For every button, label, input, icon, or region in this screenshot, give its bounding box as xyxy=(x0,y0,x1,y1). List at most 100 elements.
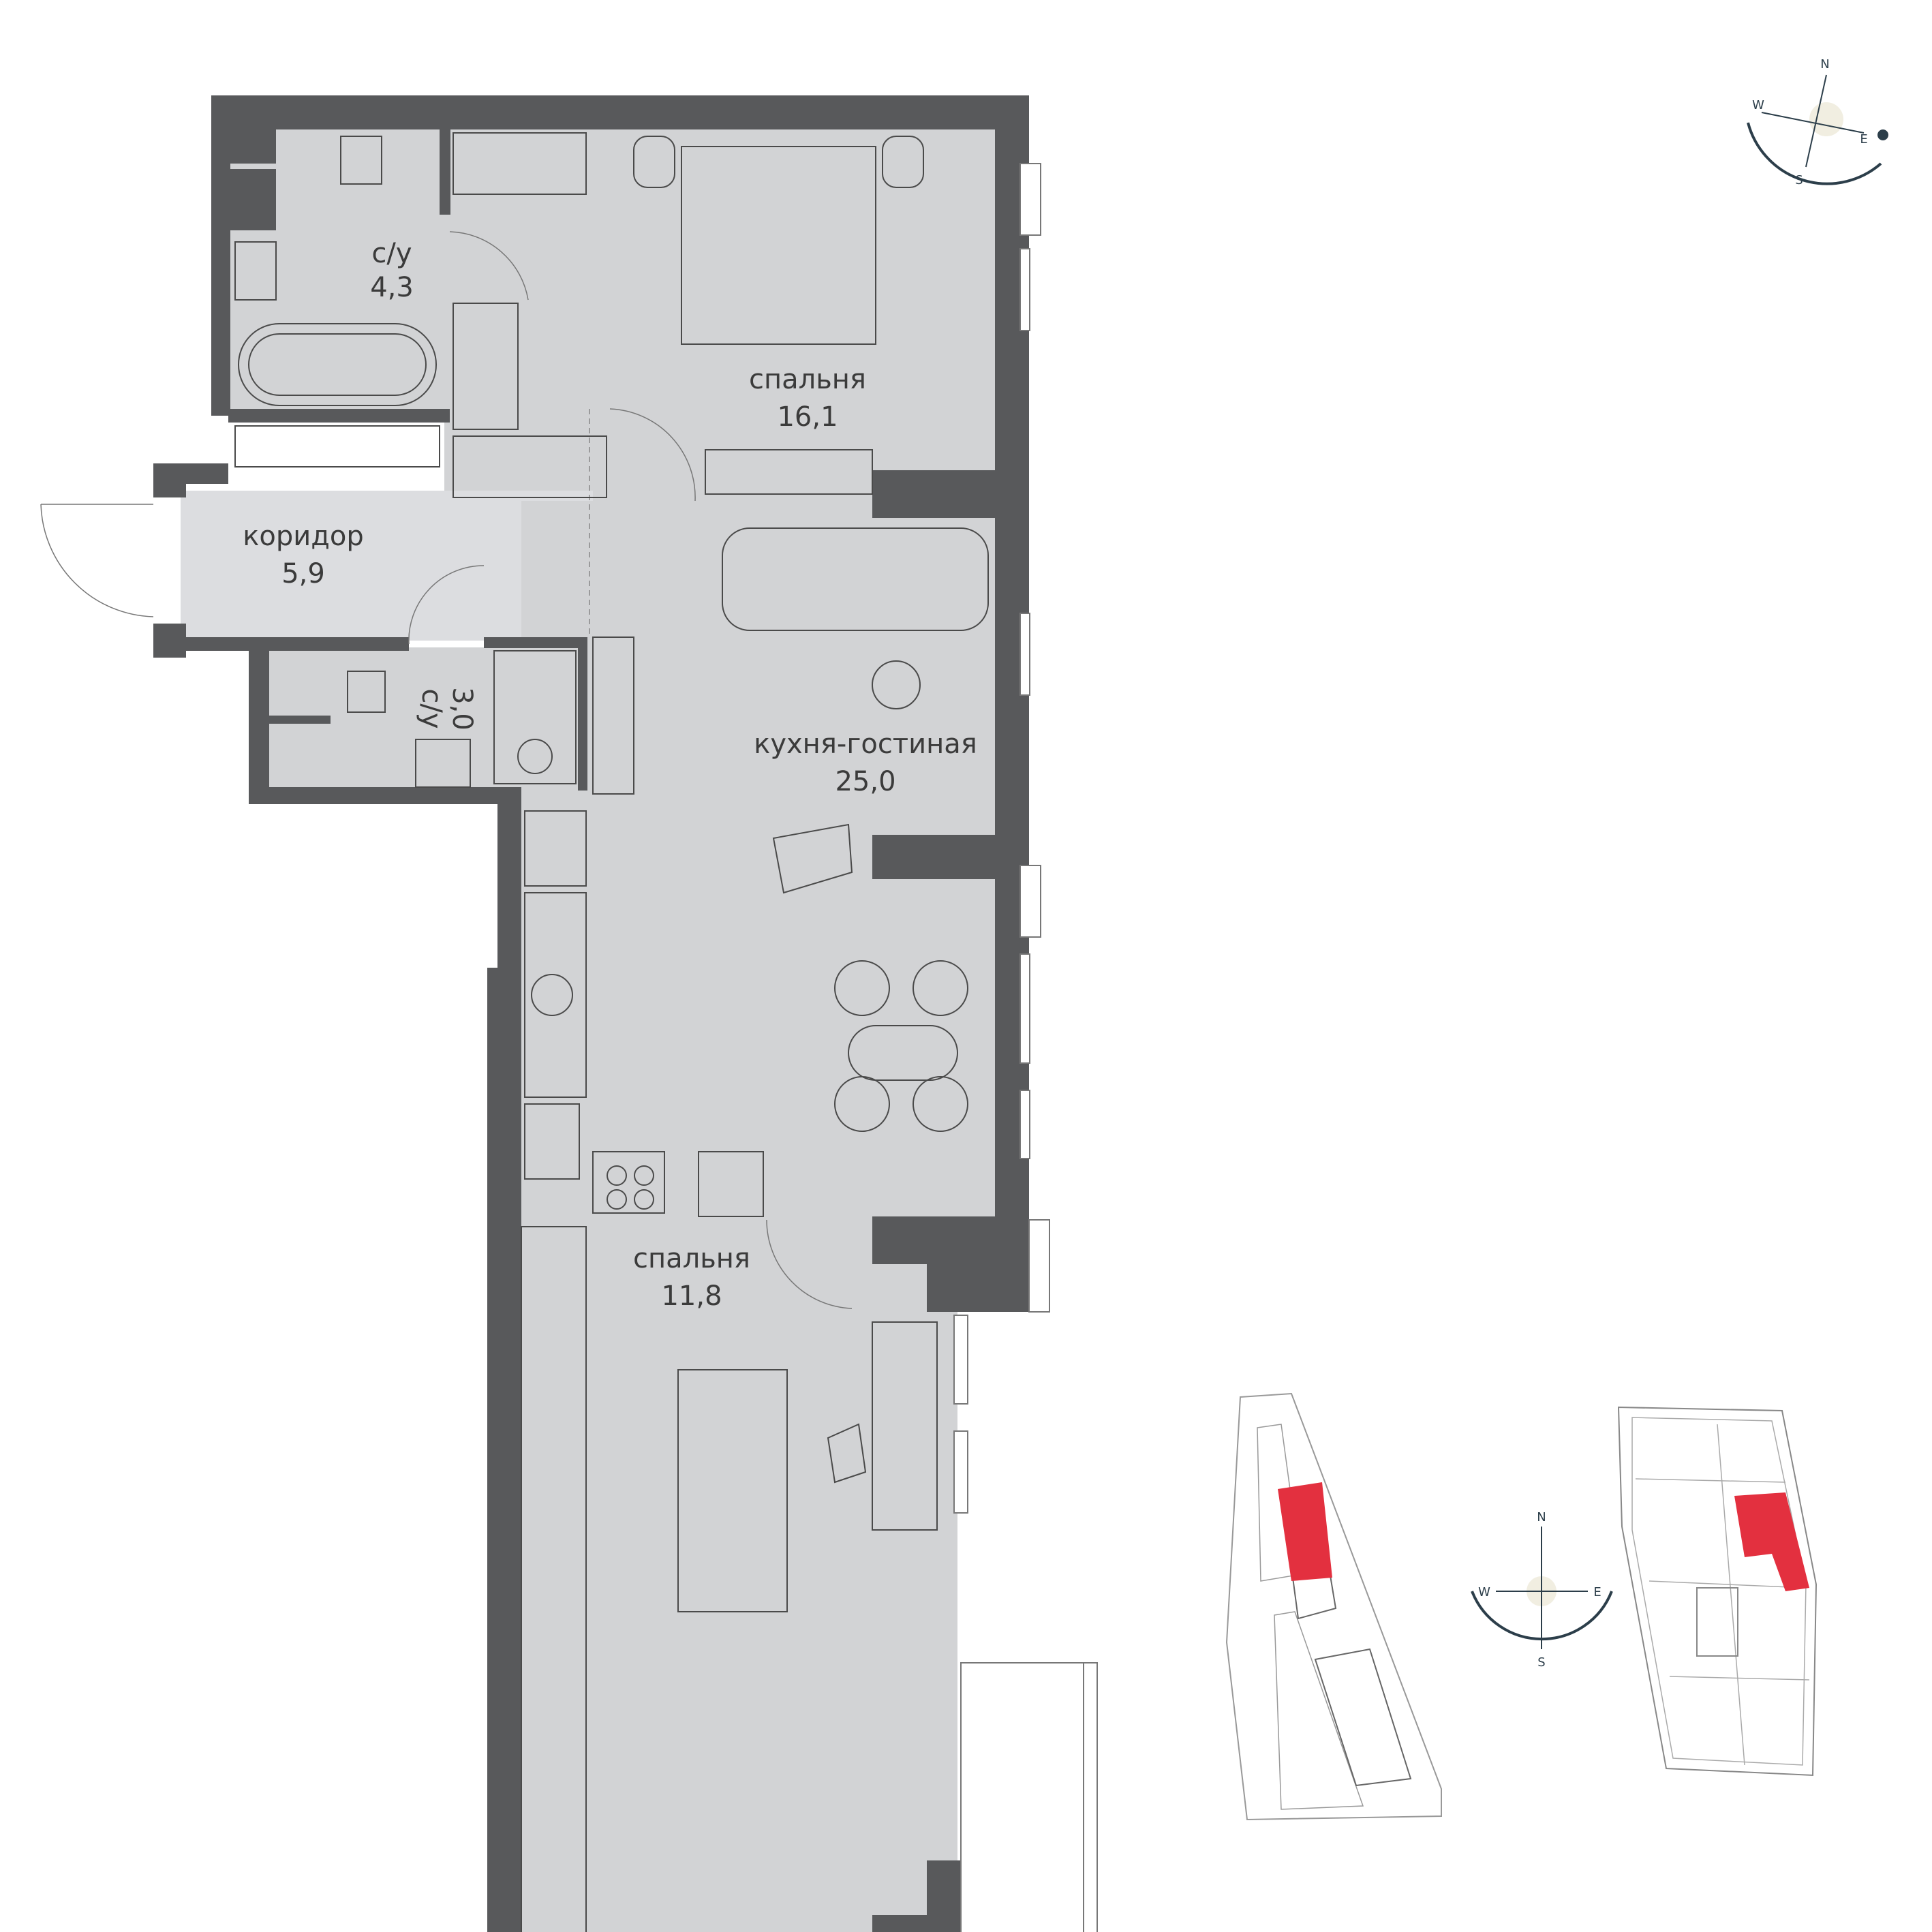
double-bed-icon xyxy=(681,146,876,345)
wall-kitchen-west xyxy=(497,804,521,971)
chair-3 xyxy=(834,1076,890,1132)
washing-machine-icon xyxy=(531,974,573,1016)
bedroom1-area: 16,1 xyxy=(777,401,838,433)
window-4 xyxy=(1019,865,1041,938)
coffee-table-icon xyxy=(872,660,921,709)
burner-2 xyxy=(634,1165,654,1186)
wall-bath2-left xyxy=(249,644,269,804)
wall-top xyxy=(211,95,1029,129)
floor-kitchen-strip xyxy=(521,794,589,1216)
bathtub-inner xyxy=(248,333,427,396)
floor-bedroom-2-lower xyxy=(521,1649,930,1932)
wall-bath-left xyxy=(211,95,230,416)
site-plan-icon xyxy=(1225,1392,1442,1821)
dining-table-icon xyxy=(848,1025,958,1081)
bedroom2-name: спальня xyxy=(633,1243,750,1274)
mini-compass-s: S xyxy=(1537,1655,1545,1670)
bath1-area: 4,3 xyxy=(370,272,414,303)
mini-compass-icon: N W E S xyxy=(1471,1510,1613,1670)
shower-icon xyxy=(493,650,577,784)
window-6 xyxy=(1019,1090,1030,1159)
armchair-icon xyxy=(772,823,853,894)
single-bed-icon xyxy=(677,1369,788,1612)
living-area: 25,0 xyxy=(835,766,895,797)
compass-e: E xyxy=(1860,132,1867,147)
room-labels: с/у 4,3 спальня 16,1 коридор 5,9 с/у 3,0… xyxy=(243,238,977,1312)
floors xyxy=(181,129,1029,1932)
wall-bath2-right xyxy=(578,637,587,791)
door-bath1 xyxy=(449,231,529,301)
window-2 xyxy=(1019,248,1030,331)
sink-icon xyxy=(234,241,277,301)
living-name: кухня-гостиная xyxy=(754,729,977,760)
mini-compass-n: N xyxy=(1537,1510,1546,1524)
furniture xyxy=(234,132,989,1932)
mini-compass-e: E xyxy=(1593,1585,1601,1599)
wall-bath2-bottom xyxy=(249,787,521,804)
wall-bath-bottom xyxy=(228,409,450,423)
wall-corridor-bottom xyxy=(181,637,409,651)
window-8 xyxy=(953,1430,968,1514)
door-bath2 xyxy=(408,565,485,645)
toilet-icon xyxy=(340,136,382,185)
window-3 xyxy=(1019,613,1030,696)
entry-door-swing xyxy=(40,504,154,617)
wardrobe-2 xyxy=(453,303,519,430)
sofa-icon xyxy=(722,527,989,631)
kitchen-counter-1 xyxy=(592,637,634,795)
wall-bath-bed-divider xyxy=(440,129,450,215)
window-5 xyxy=(1019,953,1030,1064)
stove-icon xyxy=(592,1151,665,1214)
chair-4 xyxy=(913,1076,968,1132)
window-7 xyxy=(953,1315,968,1405)
wall-pier-east-1 xyxy=(995,436,1029,600)
shower-drain-icon xyxy=(517,739,553,774)
doors xyxy=(408,231,853,1309)
bath2-area: 3,0 xyxy=(446,687,478,731)
hood-icon xyxy=(698,1151,764,1217)
bath-niche-1 xyxy=(228,129,276,164)
burner-3 xyxy=(607,1189,627,1210)
wall-bath2-top xyxy=(484,637,586,648)
wall-bedroom2-west xyxy=(487,968,521,1932)
floor-plan-icon xyxy=(1617,1406,1818,1777)
wall-bath2-niche xyxy=(269,716,331,724)
bedroom1-name: спальня xyxy=(749,364,866,395)
compass-n: N xyxy=(1820,57,1829,72)
desk-icon xyxy=(872,1321,938,1531)
door-bedroom1 xyxy=(609,408,696,502)
wardrobe-1 xyxy=(453,132,587,195)
toilet-2-icon xyxy=(347,671,386,713)
nightstand-left xyxy=(633,136,675,188)
bath2-name: с/у xyxy=(416,688,447,729)
fridge-icon xyxy=(524,1103,580,1180)
bathtub-icon xyxy=(238,323,437,406)
wall-bottom-pier xyxy=(927,1860,961,1922)
corridor-name: коридор xyxy=(243,521,364,552)
bath-niche-2 xyxy=(228,169,276,230)
sink-2-icon xyxy=(415,739,471,788)
chair-1 xyxy=(834,960,890,1016)
compass-w: W xyxy=(1752,98,1764,112)
nightstand-right xyxy=(882,136,924,188)
floor-bedroom-1 xyxy=(444,129,1029,501)
corridor-area: 5,9 xyxy=(281,558,325,589)
balcony-outline xyxy=(960,1662,1084,1932)
compass-rose-icon: N W E S xyxy=(1747,57,1888,187)
desk-chair-icon xyxy=(827,1423,867,1484)
compass-s: S xyxy=(1795,173,1803,187)
bath1-name: с/у xyxy=(371,238,412,269)
mini-compass-w: W xyxy=(1478,1585,1490,1599)
burner-4 xyxy=(634,1189,654,1210)
window-10 xyxy=(1028,1219,1050,1313)
wardrobe-bedroom2 xyxy=(521,1226,587,1932)
chair-2 xyxy=(913,960,968,1016)
bedroom2-area: 11,8 xyxy=(661,1281,722,1312)
wardrobe-corridor xyxy=(234,425,440,467)
window-1 xyxy=(1019,163,1041,236)
door-bedroom2 xyxy=(766,1219,853,1309)
kitchen-counter-2 xyxy=(524,892,587,1098)
wall-bedroom2-corner xyxy=(927,1216,1029,1312)
wall-corridor-top xyxy=(181,463,228,484)
